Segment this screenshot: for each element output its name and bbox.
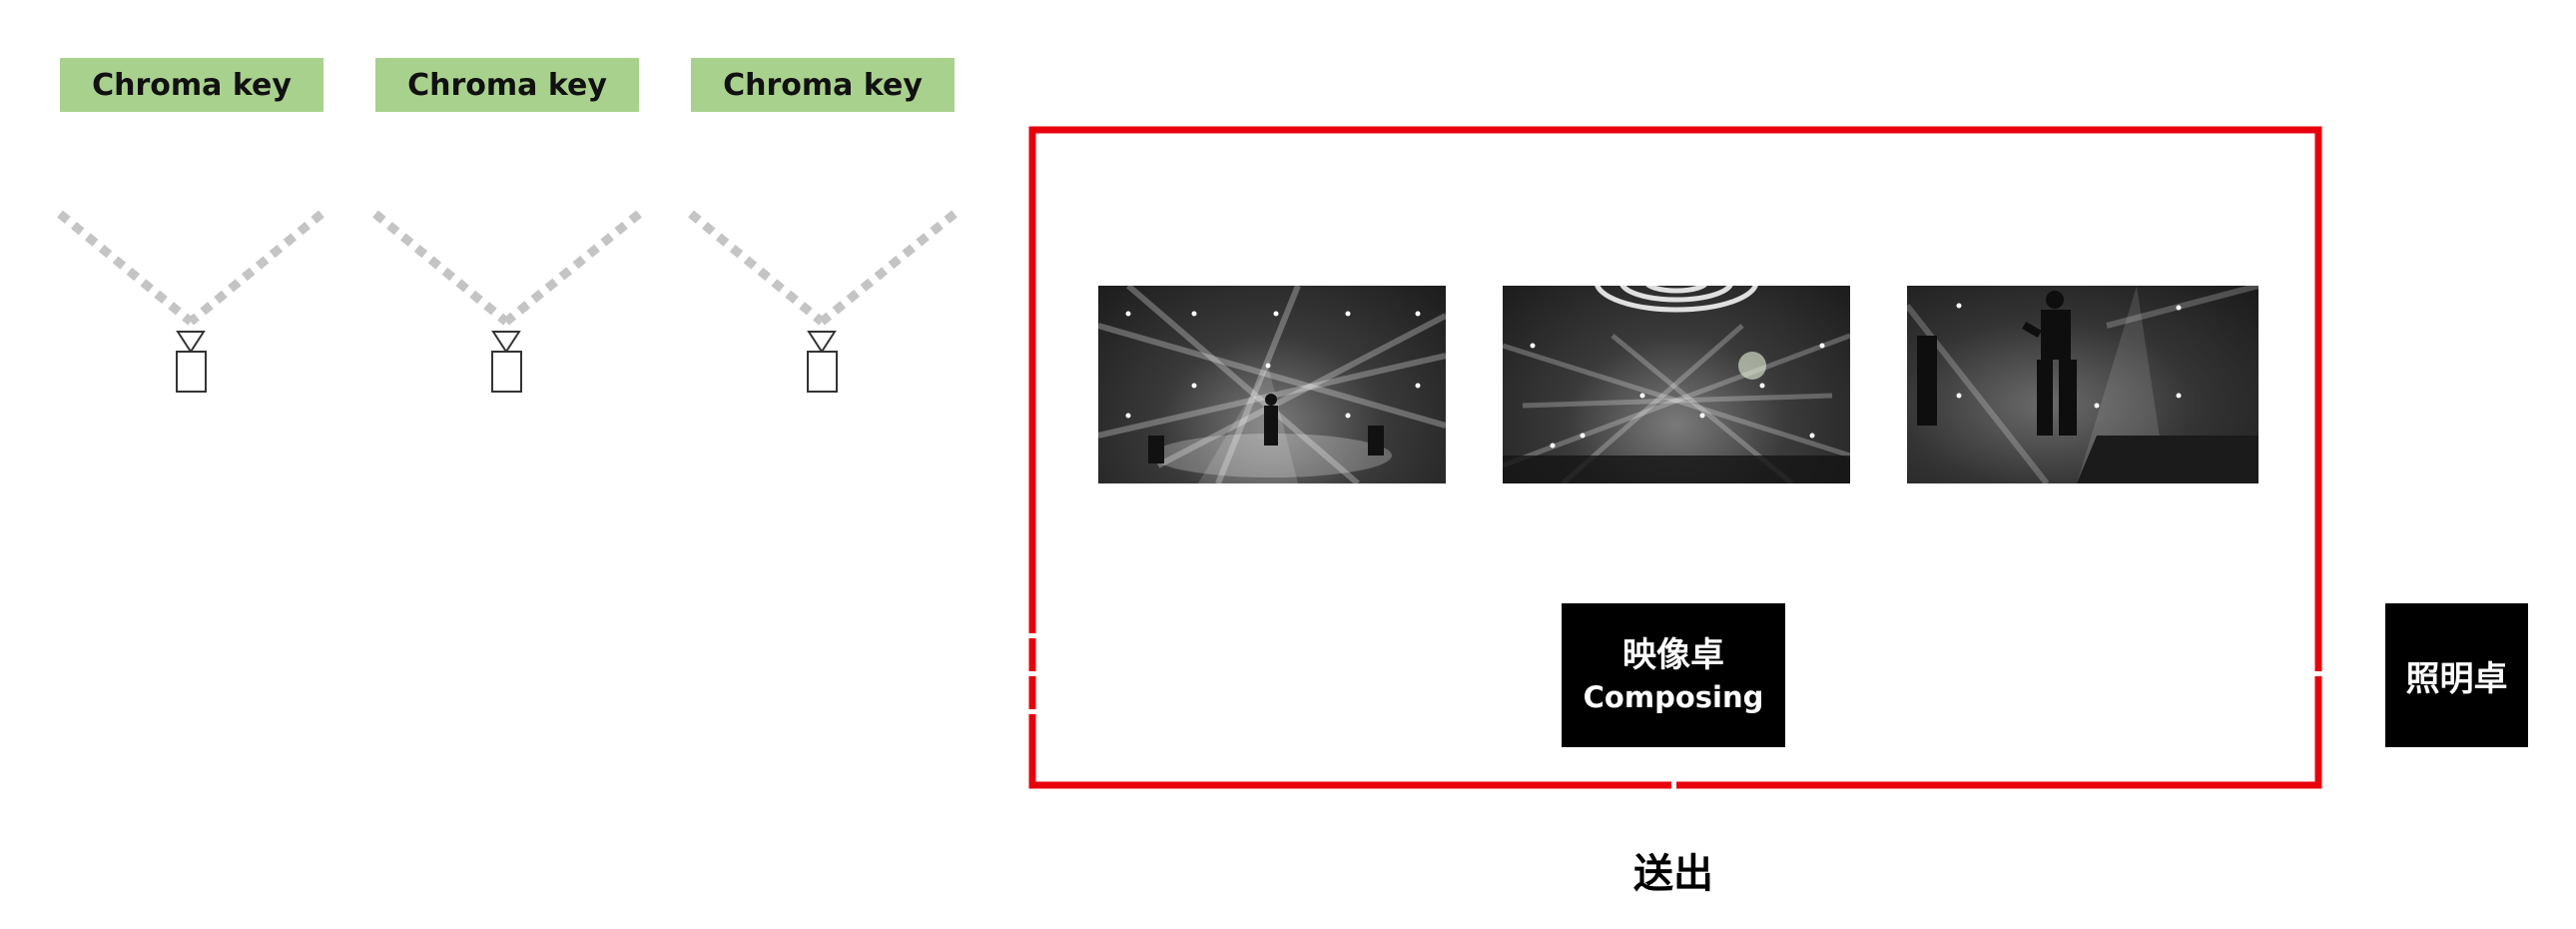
lighting-console-box: 照明卓 [2385,603,2528,747]
chroma-key-label-3: Chroma key [691,58,955,112]
lighting-console-label: 照明卓 [2405,658,2508,699]
stage-image-3 [1907,286,2258,483]
view-line [188,210,324,326]
camera-group-1 [57,210,324,393]
chroma-key-label-1: Chroma key [60,58,323,112]
output-label: 送出 [1633,851,1713,897]
stage-image-1 [1098,286,1446,483]
view-line [372,210,509,326]
camera-group-3 [688,210,958,393]
video-mixer-box: 映像卓 Composing [1562,603,1785,747]
view-line [688,210,825,326]
camera-group-2 [372,210,642,393]
camera-icon [491,331,522,393]
view-line [819,210,958,326]
camera-icon [176,331,207,393]
view-line [57,210,194,326]
stage-image-2 [1503,286,1850,483]
view-line [503,210,642,326]
video-mixer-subtitle: Composing [1583,680,1764,714]
camera-icon [807,331,838,393]
chroma-key-label-2: Chroma key [375,58,639,112]
video-mixer-title: 映像卓 [1622,635,1724,675]
